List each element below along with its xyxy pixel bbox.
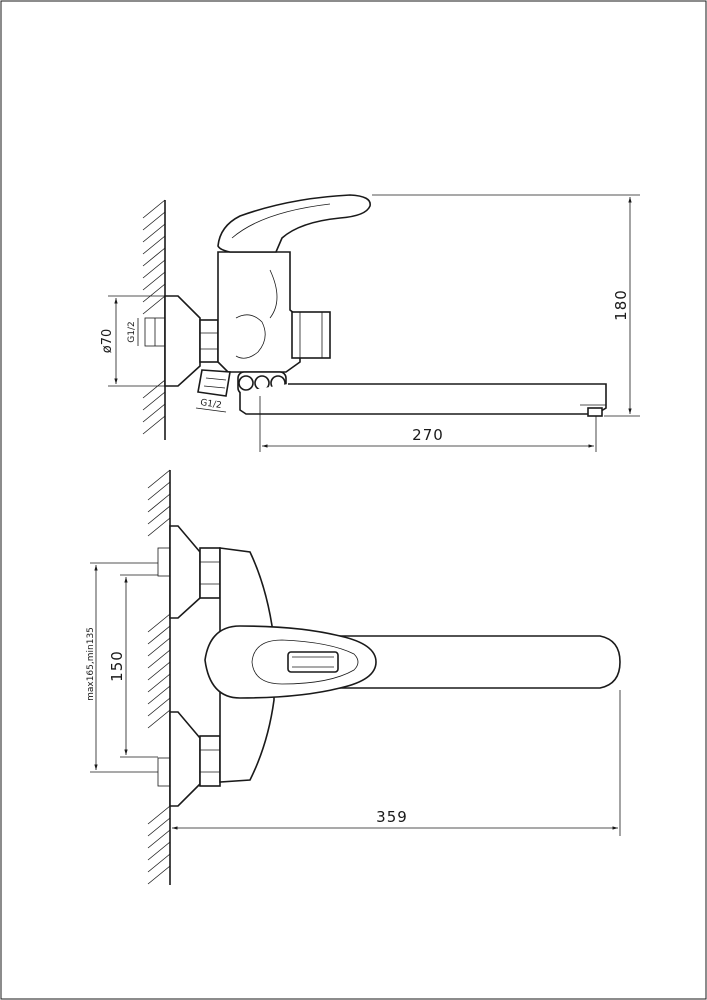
hatch-line xyxy=(142,391,166,411)
thread-outlet: G1/2 xyxy=(195,398,227,413)
spout xyxy=(239,383,607,415)
hatch-line xyxy=(147,865,171,885)
hatch-line xyxy=(147,709,171,729)
hatch-line xyxy=(142,283,166,303)
wall-hatch-bottom xyxy=(147,469,171,885)
handle-grip xyxy=(287,651,339,673)
hatch-line xyxy=(142,379,166,399)
hatch-line xyxy=(142,271,166,291)
lever-handle xyxy=(217,194,371,253)
hatch-line xyxy=(147,841,171,861)
hatch-line xyxy=(147,637,171,657)
hatch-line xyxy=(147,829,171,849)
dimension-centers: 150 xyxy=(108,574,158,758)
dimension-spout-reach: 270 xyxy=(259,396,597,452)
centers-range-label: max165,min135 xyxy=(86,627,96,701)
lower-flange xyxy=(169,711,201,807)
hatch-line xyxy=(147,517,171,537)
upper-flange xyxy=(169,525,201,619)
aerator xyxy=(587,407,603,417)
hatch-line xyxy=(142,247,166,267)
hatch-line xyxy=(147,697,171,717)
thread-wall-label: G1/2 xyxy=(127,321,137,342)
hatch-line xyxy=(142,403,166,423)
hatch-line xyxy=(147,853,171,873)
dimension-centers-range: max165,min135 xyxy=(86,562,158,773)
side-connector xyxy=(291,311,331,359)
hatch-line xyxy=(147,805,171,825)
hatch-line xyxy=(142,235,166,255)
hatch-line xyxy=(147,505,171,525)
mixer-body xyxy=(217,251,301,373)
hatch-line xyxy=(147,673,171,693)
hatch-line xyxy=(142,295,166,315)
hatch-line xyxy=(142,259,166,279)
dimension-flange-diameter: ø70 xyxy=(100,295,170,387)
height-label: 180 xyxy=(612,289,630,321)
dimension-total-length: 359 xyxy=(172,690,621,836)
lower-nut xyxy=(199,735,221,787)
hatch-line xyxy=(147,661,171,681)
hatch-line xyxy=(147,625,171,645)
hatch-line xyxy=(147,685,171,705)
hatch-line xyxy=(147,613,171,633)
hatch-line xyxy=(147,493,171,513)
hatch-line xyxy=(147,817,171,837)
wall-flange xyxy=(164,295,201,387)
hatch-line xyxy=(142,223,166,243)
dimension-height: 180 xyxy=(372,194,640,417)
flange-diameter-label: ø70 xyxy=(100,329,115,354)
thread-wall: G1/2 xyxy=(127,318,139,346)
hatch-line xyxy=(147,469,171,489)
centers-label: 150 xyxy=(108,650,126,682)
hatch-line xyxy=(147,481,171,501)
hatch-line xyxy=(142,415,166,435)
spout-reach-label: 270 xyxy=(412,426,444,444)
thread-outlet-label: G1/2 xyxy=(200,398,223,411)
shower-outlet xyxy=(197,369,231,397)
lower-inlet xyxy=(157,757,171,787)
eccentric-nut xyxy=(199,319,219,363)
hatch-line xyxy=(147,649,171,669)
side-view: 180 270 ø70 G1/2 G1/2 xyxy=(100,194,640,452)
hatch-line xyxy=(142,199,166,219)
total-length-label: 359 xyxy=(376,808,408,826)
top-view: max165,min135 150 359 xyxy=(86,469,621,885)
upper-nut xyxy=(199,547,221,599)
wall-hatch-top xyxy=(142,199,166,440)
upper-inlet xyxy=(157,547,171,577)
hatch-line xyxy=(142,211,166,231)
